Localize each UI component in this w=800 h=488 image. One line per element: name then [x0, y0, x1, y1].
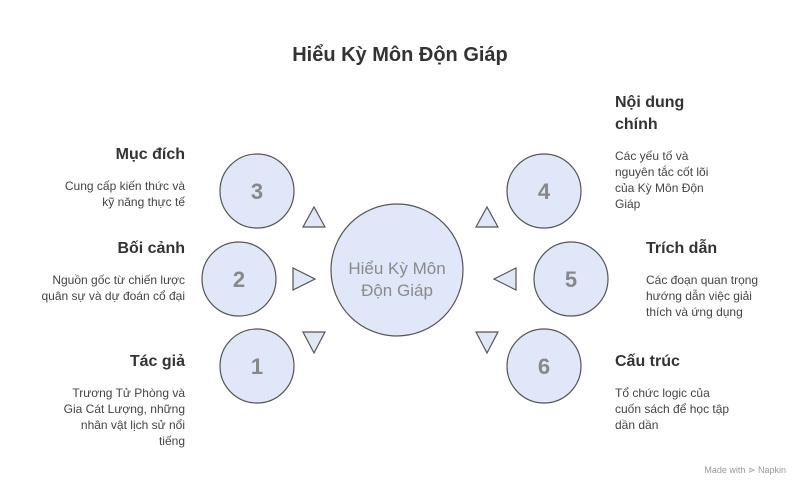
node-text-4: Các yếu tố và nguyên tắc cốt lõi của Kỳ … [615, 149, 709, 211]
node-heading-1: Tác giả [129, 353, 185, 370]
arrow-triangle-1 [302, 331, 326, 355]
node-text-2: Nguồn gốc từ chiến lược quân sự và dự đo… [41, 273, 186, 303]
node-heading-4: Nội dung chính [615, 94, 685, 133]
node-block-1: Tác giả Trương Tử Phòng và Gia Cát Lượng… [60, 351, 185, 449]
node-number-5: 5 [565, 267, 577, 292]
node-circle-5 [533, 241, 609, 317]
arrow-triangle-3 [301, 205, 327, 228]
node-number-1: 1 [251, 354, 263, 379]
arrow-triangle-2 [292, 267, 317, 291]
node-number-2: 2 [233, 267, 245, 292]
node-circle-2 [201, 241, 277, 317]
node-circle-6 [506, 328, 582, 404]
node-circle-1 [219, 328, 295, 404]
node-heading-6: Cấu trúc [615, 353, 680, 370]
node-block-6: Cấu trúc Tổ chức logic của cuốn sách để … [615, 351, 730, 433]
node-number-6: 6 [538, 354, 550, 379]
arrow-triangle-4 [474, 205, 500, 228]
napkin-footer: Made with ⋗ Napkin [704, 465, 786, 475]
node-number-3: 3 [251, 179, 263, 204]
node-heading-3: Mục đích [115, 146, 185, 163]
center-circle [330, 203, 464, 337]
node-text-6: Tổ chức logic của cuốn sách để học tập d… [615, 386, 730, 432]
node-heading-2: Bối cảnh [117, 240, 185, 257]
diagram-title: Hiểu Kỳ Môn Độn Giáp [292, 44, 508, 66]
node-block-5: Trích dẫn Các đoạn quan trọng hướng dẫn … [646, 238, 771, 320]
node-circle-4 [506, 153, 582, 229]
node-block-3: Mục đích Cung cấp kiến thức và kỹ năng t… [50, 144, 185, 210]
center-label-line2: Độn Giáp [361, 281, 433, 300]
node-circle-3 [219, 153, 295, 229]
node-block-2: Bối cảnh Nguồn gốc từ chiến lược quân sự… [35, 238, 186, 304]
node-text-3: Cung cấp kiến thức và kỹ năng thực tế [64, 179, 185, 209]
arrow-triangle-5 [492, 267, 517, 291]
node-block-4: Nội dung chính Các yếu tố và nguyên tắc … [615, 92, 725, 212]
node-number-4: 4 [538, 179, 551, 204]
node-heading-5: Trích dẫn [646, 240, 718, 257]
node-text-1: Trương Tử Phòng và Gia Cát Lượng, những … [63, 386, 185, 448]
arrow-triangle-6 [475, 331, 499, 355]
node-text-5: Các đoạn quan trọng hướng dẫn việc giải … [646, 273, 759, 319]
center-label-line1: Hiểu Kỳ Môn [348, 259, 445, 278]
